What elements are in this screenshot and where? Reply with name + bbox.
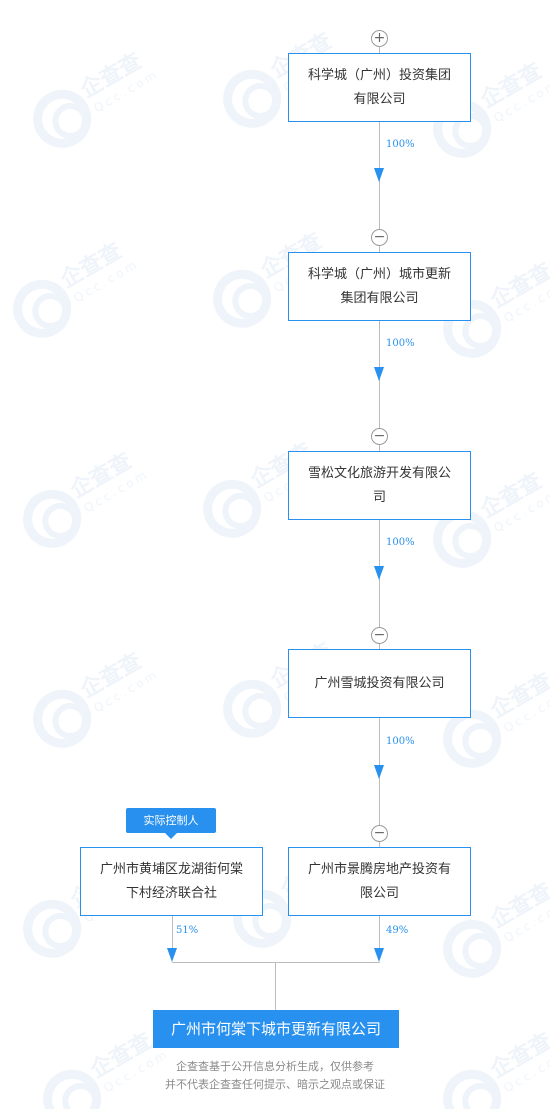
arrow-down-icon <box>374 948 384 962</box>
connector-line <box>379 842 380 847</box>
watermark-text: 企查查 <box>486 1028 550 1084</box>
edge-percent-label: 100% <box>386 537 415 548</box>
watermark-text: 企查查 <box>486 878 550 934</box>
target-company-node[interactable]: 广州市何棠下城市更新有限公司 <box>153 1010 399 1048</box>
watermark-subtext: Qcc.com <box>71 256 142 306</box>
company-node[interactable]: 科学城（广州）投资集团有限公司 <box>288 53 471 122</box>
company-name: 广州市景腾房地产投资有限公司 <box>307 861 451 901</box>
watermark-text: 企查查 <box>76 48 147 104</box>
company-name: 雪松文化旅游开发有限公司 <box>307 465 451 505</box>
connector-line <box>172 916 173 948</box>
arrow-down-icon <box>374 367 384 381</box>
arrow-down-icon <box>167 948 177 962</box>
edge-percent-label: 49% <box>386 925 409 936</box>
company-name: 科学城（广州）城市更新集团有限公司 <box>307 266 451 306</box>
arrow-down-icon <box>374 566 384 580</box>
watermark-subtext: Qcc.com <box>491 76 550 126</box>
watermark-logo-icon <box>2 269 82 349</box>
watermark-subtext: Qcc.com <box>501 276 550 326</box>
watermark-text: 企查查 <box>76 648 147 704</box>
watermark-logo-icon <box>12 479 92 559</box>
company-node[interactable]: 广州市景腾房地产投资有限公司 <box>288 847 471 916</box>
watermark-subtext: Qcc.com <box>491 486 550 536</box>
watermark-logo-icon <box>212 669 292 749</box>
watermark-text: 企查查 <box>66 448 137 504</box>
company-node[interactable]: 广州雪城投资有限公司 <box>288 649 471 718</box>
disclaimer-line-1: 企查查基于公开信息分析生成，仅供参考 <box>176 1060 374 1073</box>
connector-line <box>172 962 380 963</box>
watermark-subtext: Qcc.com <box>91 666 162 716</box>
watermark-logo-icon <box>202 259 282 339</box>
company-node[interactable]: 科学城（广州）城市更新集团有限公司 <box>288 252 471 321</box>
connector-line <box>275 962 276 1010</box>
watermark-logo-icon <box>192 469 272 549</box>
watermark-subtext: Qcc.com <box>91 66 162 116</box>
edge-percent-label: 51% <box>176 925 199 936</box>
edge-percent-label: 100% <box>386 338 415 349</box>
company-name: 科学城（广州）投资集团有限公司 <box>307 67 451 107</box>
watermark-text: 企查查 <box>56 238 127 294</box>
edge-percent-label: 100% <box>386 139 415 150</box>
collapse-icon[interactable]: − <box>371 229 388 246</box>
watermark-subtext: Qcc.com <box>501 896 550 946</box>
watermark-text: 企查查 <box>476 468 547 524</box>
watermark-subtext: Qcc.com <box>81 466 152 516</box>
watermark-text: 企查查 <box>486 668 550 724</box>
watermark-text: 企查查 <box>476 58 547 114</box>
watermark-subtext: Qcc.com <box>501 1046 550 1096</box>
collapse-icon[interactable]: − <box>371 825 388 842</box>
company-node[interactable]: 雪松文化旅游开发有限公司 <box>288 451 471 520</box>
collapse-icon[interactable]: − <box>371 428 388 445</box>
connector-line <box>379 246 380 252</box>
disclaimer-line-2: 并不代表企查查任何提示、暗示之观点或保证 <box>165 1078 385 1091</box>
arrow-down-icon <box>374 765 384 779</box>
watermark-logo-icon <box>212 59 292 139</box>
company-name: 广州市黄埔区龙湖街何棠下村经济联合社 <box>99 861 243 901</box>
connector-line <box>379 916 380 948</box>
edge-percent-label: 100% <box>386 736 415 747</box>
connector-line <box>379 644 380 649</box>
connector-line <box>379 47 380 53</box>
arrow-down-icon <box>374 168 384 182</box>
connector-line <box>379 445 380 451</box>
watermark-logo-icon <box>22 79 102 159</box>
watermark-logo-icon <box>432 909 512 989</box>
actual-controller-tag: 实际控制人 <box>126 808 216 839</box>
company-node[interactable]: 广州市黄埔区龙湖街何棠下村经济联合社 <box>80 847 263 916</box>
collapse-icon[interactable]: − <box>371 627 388 644</box>
watermark-text: 企查查 <box>486 258 550 314</box>
company-name: 广州雪城投资有限公司 <box>314 675 445 691</box>
expand-icon[interactable]: + <box>371 30 388 47</box>
watermark-logo-icon <box>22 679 102 759</box>
watermark-subtext: Qcc.com <box>501 686 550 736</box>
